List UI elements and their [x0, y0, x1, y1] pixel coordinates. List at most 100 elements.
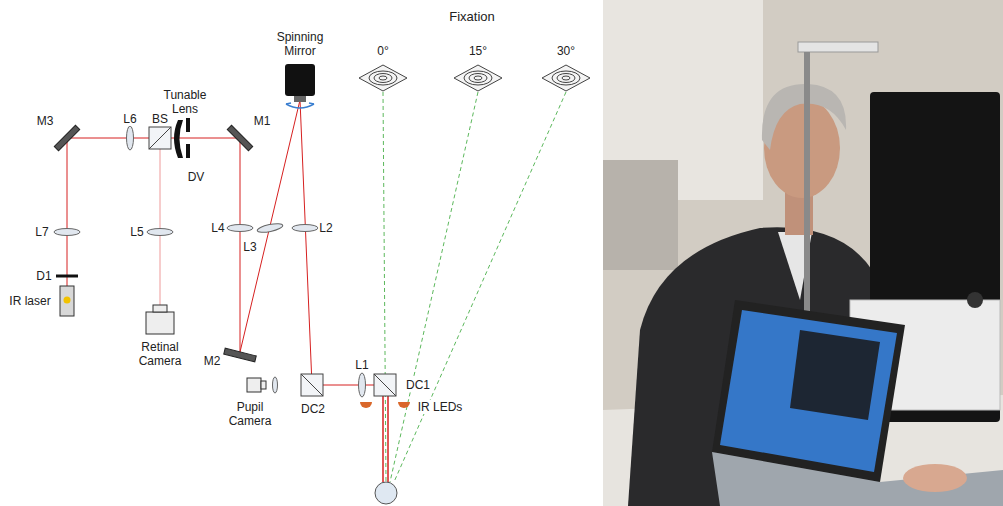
mirror-symbol	[227, 125, 252, 150]
laptop-base	[712, 452, 1003, 506]
component-label: DC2	[300, 402, 326, 416]
diaphragm	[56, 275, 78, 278]
fixation-target	[359, 65, 407, 91]
beam	[300, 100, 312, 385]
target-ring	[379, 76, 387, 80]
target-ring	[552, 71, 580, 85]
component-label: M3	[36, 114, 55, 128]
rotation-arrow	[286, 103, 314, 104]
mirror-symbol	[54, 125, 79, 150]
lens-symbol	[257, 222, 284, 234]
camera-lens	[153, 305, 167, 312]
fixation-lines	[383, 92, 566, 482]
chin-rest-post	[804, 52, 810, 312]
splitter-face	[374, 374, 396, 396]
eye-symbol	[375, 482, 397, 504]
beam	[382, 385, 384, 482]
photo-wall	[603, 0, 1003, 506]
component-label: IR LEDs	[417, 400, 464, 414]
component-label: L2	[318, 221, 333, 235]
component-label: DV	[187, 170, 206, 184]
photo-cabinet	[603, 160, 678, 270]
lens-symbol	[359, 373, 366, 397]
lens-symbol	[54, 229, 80, 236]
angle-label: 15°	[468, 44, 488, 58]
spinning-mirror-symbol	[285, 64, 315, 108]
angle-label: 30°	[556, 44, 576, 58]
component-label: L7	[34, 225, 49, 239]
component-label: Retinal Camera	[129, 340, 191, 368]
fixation-line	[390, 92, 478, 482]
dichroic-cube	[301, 374, 323, 396]
heading-label: Fixation	[448, 10, 496, 24]
component-label: L6	[122, 112, 137, 126]
laptop-screen	[720, 310, 897, 472]
led-symbol	[360, 402, 372, 408]
component-label: Pupil Camera	[224, 400, 276, 428]
component-label: M2	[203, 354, 222, 368]
target-ring	[474, 76, 482, 80]
component-label: DC1	[405, 378, 431, 392]
target-ring	[374, 74, 392, 83]
angle-label: 0°	[376, 44, 389, 58]
fixation-line	[394, 92, 566, 482]
lens-symbol	[227, 225, 253, 232]
fixation-target	[542, 65, 590, 91]
lens-symbol	[292, 225, 318, 232]
fixation-targets	[359, 65, 590, 91]
camera-body	[247, 378, 261, 392]
laser-emitter	[64, 297, 71, 304]
laser-beams	[67, 100, 388, 482]
rotation-arrow	[286, 104, 314, 108]
target-plate	[454, 65, 502, 91]
photograph	[603, 0, 1003, 506]
laptop-window	[790, 330, 880, 420]
component-label: L5	[129, 225, 144, 239]
target-ring	[369, 71, 397, 85]
led-symbol	[398, 402, 410, 408]
head-rest	[798, 42, 878, 52]
aperture-blade	[186, 144, 190, 158]
component-label: M1	[253, 114, 272, 128]
tunable-lens-symbol	[174, 118, 190, 158]
component-label: IR laser	[8, 294, 51, 308]
laser-body	[60, 286, 74, 316]
aperture-blade	[186, 118, 190, 132]
beam	[67, 138, 68, 286]
mirror-symbol	[224, 348, 257, 362]
ir-leds	[360, 402, 410, 408]
lens-symbol	[127, 126, 134, 150]
dichroic-cube	[374, 374, 396, 396]
splitter-face	[149, 127, 171, 149]
fixation-target	[454, 65, 502, 91]
beam	[240, 138, 241, 352]
splitter-face	[301, 374, 323, 396]
target-ring	[469, 74, 487, 83]
target-plate	[542, 65, 590, 91]
component-label: L3	[242, 240, 257, 254]
lens-symbol	[273, 377, 278, 393]
target-ring	[464, 71, 492, 85]
lenses	[54, 126, 366, 397]
mirrors	[54, 125, 256, 362]
target-ring	[562, 76, 570, 80]
component-label: L4	[210, 221, 225, 235]
component-label: Spinning Mirror	[269, 30, 331, 58]
tunable-lens	[174, 120, 183, 158]
component-label: BS	[151, 112, 169, 126]
target-plate	[359, 65, 407, 91]
laser-source	[56, 276, 78, 316]
target-ring	[557, 74, 575, 83]
beam-splitter	[149, 127, 171, 149]
lens-symbol	[147, 229, 173, 236]
polygon-mirror	[285, 64, 315, 96]
beam	[160, 138, 161, 305]
component-label: L1	[354, 358, 369, 372]
laptop-lid	[712, 300, 905, 482]
component-label: D1	[35, 269, 52, 283]
camera-body	[146, 312, 174, 334]
fixation-line	[383, 92, 386, 482]
camera-lens	[261, 381, 266, 389]
